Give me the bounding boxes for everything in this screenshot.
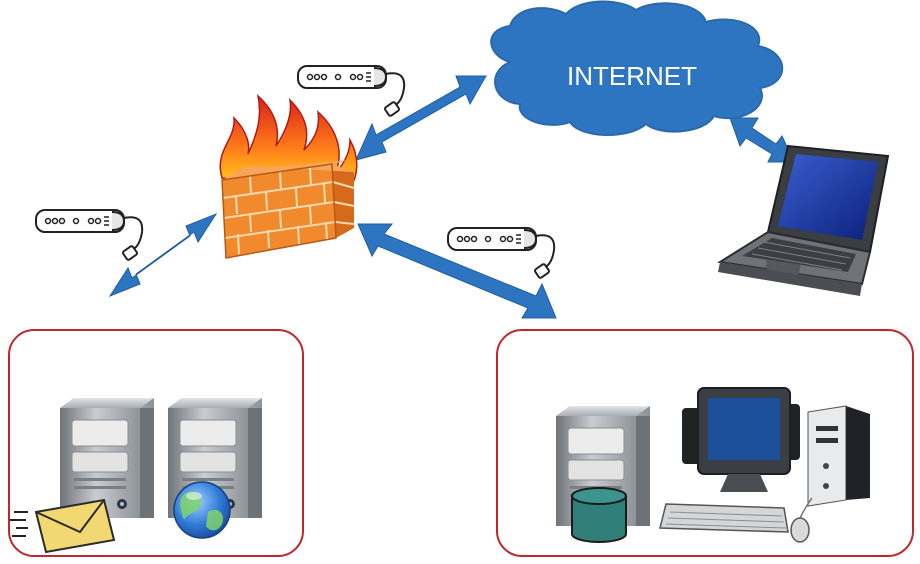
firewall-icon: [219, 93, 358, 259]
connection-arrows: [108, 75, 795, 319]
arrow-firewall-lan: [357, 223, 557, 319]
desktop-computer-icon: [659, 387, 870, 543]
cloud-icon: [490, 0, 784, 136]
envelope-icon: [10, 498, 116, 554]
modem-icon: [297, 65, 406, 118]
firewall: [219, 93, 358, 259]
arrow-firewall-dmz: [108, 212, 218, 298]
laptop: [717, 144, 890, 296]
arrow-internet-laptop: [729, 117, 795, 163]
dmz-servers: [10, 397, 263, 554]
lan-devices: [555, 387, 870, 543]
cloud-label: INTERNET: [567, 61, 697, 91]
server-icon: [59, 397, 155, 519]
arrow-firewall-internet: [355, 75, 487, 161]
laptop-icon: [717, 144, 890, 296]
database-icon: [571, 487, 627, 543]
globe-icon: [173, 481, 231, 539]
internet-cloud: INTERNET: [490, 0, 784, 136]
modem-icon: [35, 209, 144, 262]
